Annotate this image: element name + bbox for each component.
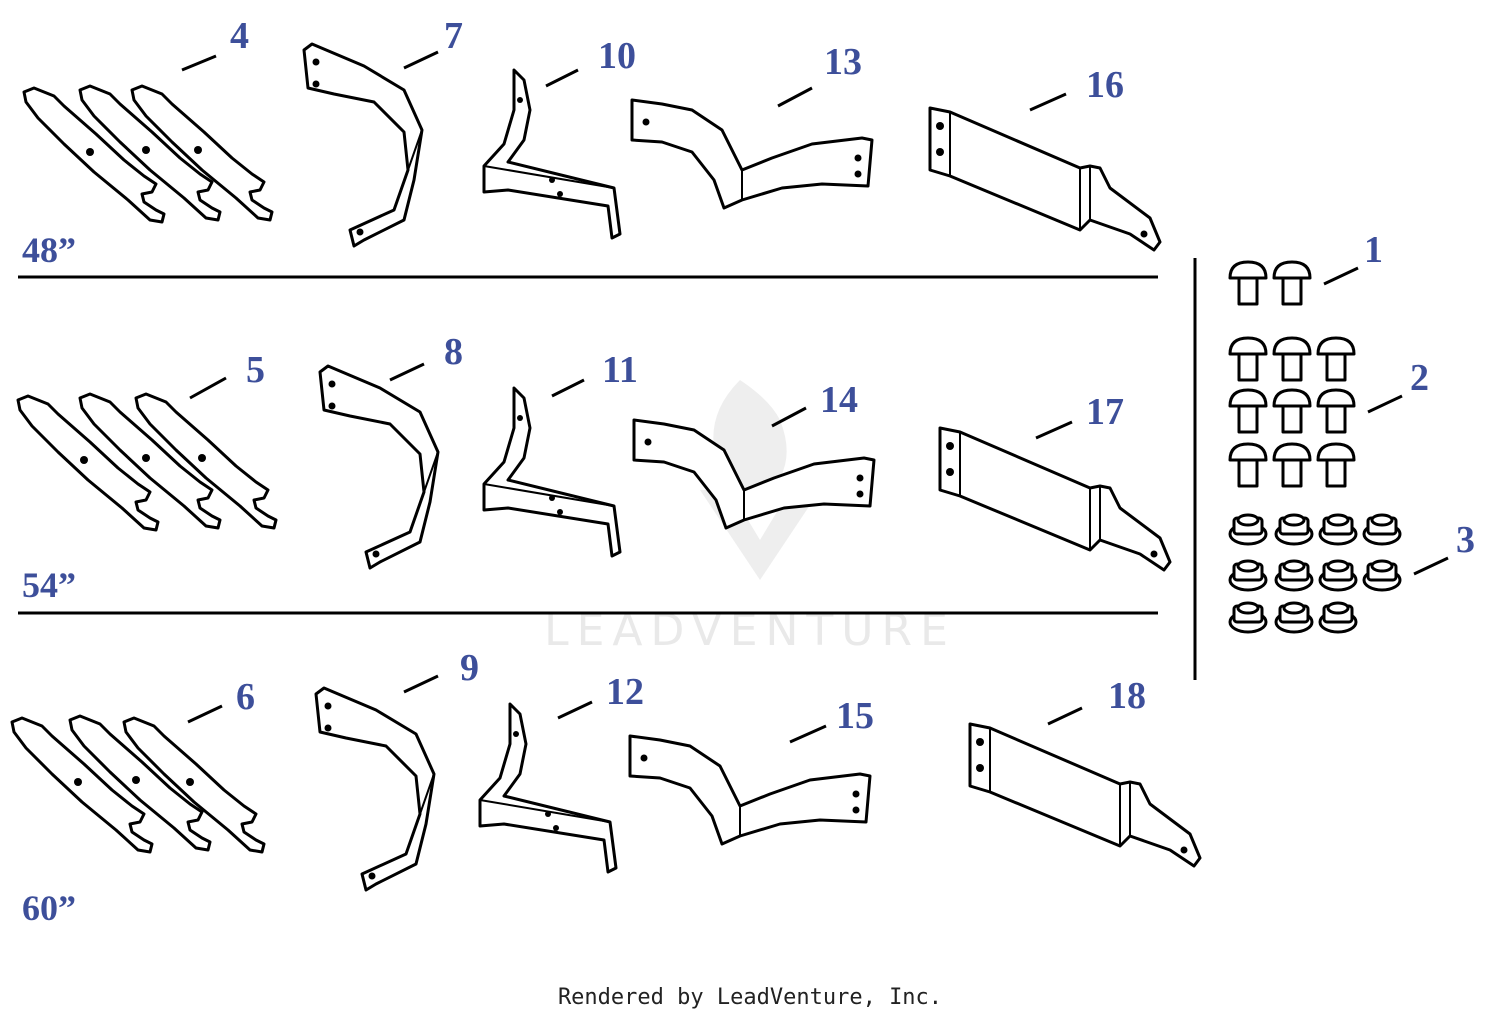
callout-16[interactable]: 16 [1086,64,1124,106]
part-10-baffle[interactable] [482,68,622,240]
callout-18[interactable]: 18 [1108,675,1146,717]
callout-6[interactable]: 6 [236,676,255,718]
part-15-baffle[interactable] [628,734,872,846]
callout-17[interactable]: 17 [1086,391,1124,433]
part-11-baffle[interactable] [482,386,622,558]
part-8-baffle[interactable] [318,364,440,570]
part-17-plate[interactable] [938,426,1172,572]
footer-credit: Rendered by LeadVenture, Inc. [557,985,943,1010]
callout-10[interactable]: 10 [598,35,636,77]
part-4-blades[interactable] [22,84,274,224]
callout-1[interactable]: 1 [1364,229,1383,271]
callout-11[interactable]: 11 [602,349,638,391]
deck-label-54: 54” [22,565,76,605]
part-3-nuts[interactable] [1228,513,1402,634]
deck-label-60: 60” [22,888,76,928]
part-6-blades[interactable] [10,714,266,854]
callout-9[interactable]: 9 [460,647,479,689]
callout-7[interactable]: 7 [444,15,463,57]
callout-8[interactable]: 8 [444,331,463,373]
deck-label-48: 48” [22,230,76,270]
part-2-bolts[interactable] [1228,336,1356,488]
part-12-baffle[interactable] [478,702,618,874]
part-1-bolts[interactable] [1228,260,1312,306]
part-13-baffle[interactable] [630,98,874,210]
callout-12[interactable]: 12 [606,671,644,713]
part-5-blades[interactable] [16,392,278,532]
callout-2[interactable]: 2 [1410,357,1429,399]
callout-5[interactable]: 5 [246,349,265,391]
callout-3[interactable]: 3 [1456,519,1475,561]
part-16-plate[interactable] [928,106,1162,252]
callout-15[interactable]: 15 [836,695,874,737]
part-9-baffle[interactable] [314,686,436,892]
callout-4[interactable]: 4 [230,15,249,57]
callout-13[interactable]: 13 [824,41,862,83]
callout-14[interactable]: 14 [820,379,858,421]
part-18-plate[interactable] [968,722,1202,868]
part-7-baffle[interactable] [302,42,424,248]
